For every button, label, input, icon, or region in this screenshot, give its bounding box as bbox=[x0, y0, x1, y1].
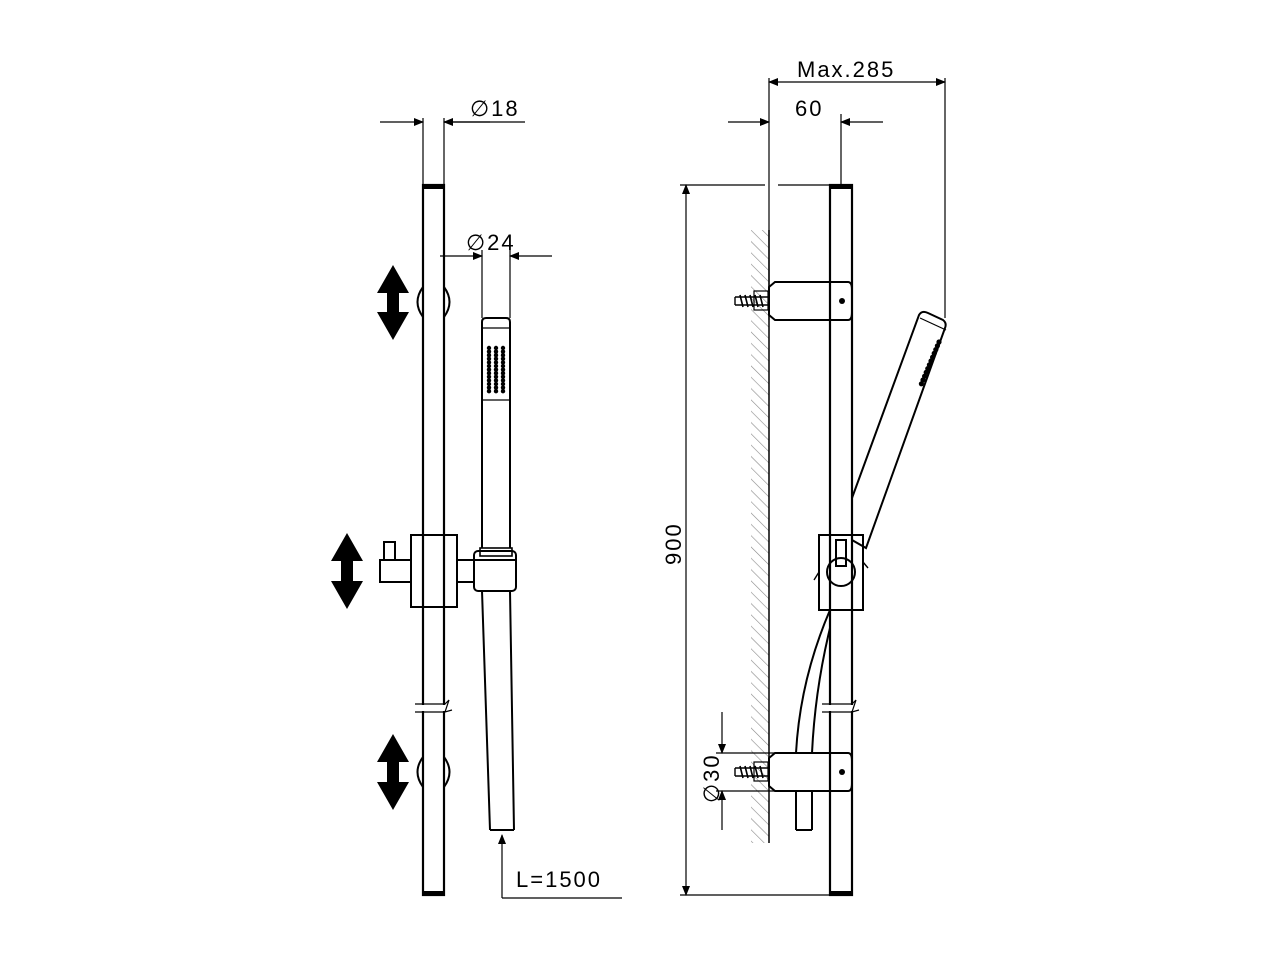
side-view: Max.285 60 900 bbox=[661, 57, 947, 897]
wall-plug-screw-icon bbox=[734, 290, 769, 311]
nozzle-dot bbox=[500, 381, 506, 387]
double-arrow-up-down-icon bbox=[331, 533, 363, 609]
nozzle-dot bbox=[493, 389, 499, 394]
nozzle-dot bbox=[486, 349, 492, 354]
nozzle-dot bbox=[486, 378, 492, 383]
nozzle-dot bbox=[500, 385, 506, 390]
nozzle-dot bbox=[493, 353, 499, 358]
bracket-diameter-label: ∅30 bbox=[699, 753, 724, 803]
rail-diameter-dimension: ∅18 bbox=[380, 96, 525, 185]
handshower-diameter-label: ∅24 bbox=[466, 230, 516, 255]
hand-shower-side bbox=[851, 310, 947, 550]
nozzle-dot bbox=[500, 371, 506, 376]
shower-hose-side bbox=[795, 609, 831, 831]
nozzle-dot bbox=[493, 374, 499, 379]
nozzle-dot bbox=[486, 371, 492, 376]
nozzle-dot bbox=[493, 381, 499, 387]
rail-length-label: 900 bbox=[661, 522, 686, 565]
nozzle-dot bbox=[493, 360, 499, 365]
nozzle-dot bbox=[493, 371, 499, 376]
nozzle-dot bbox=[500, 360, 506, 365]
slider-holder-side bbox=[813, 534, 869, 611]
nozzle-dot bbox=[500, 367, 506, 372]
nozzle-dot bbox=[500, 389, 506, 394]
nozzle-dot bbox=[500, 356, 506, 361]
nozzle-dot bbox=[500, 353, 506, 358]
nozzle-dot bbox=[486, 353, 492, 358]
spray-nozzles-side bbox=[918, 339, 942, 387]
nozzle-dot bbox=[500, 363, 506, 369]
nozzle-dot bbox=[486, 385, 492, 390]
rail-diameter-label: ∅18 bbox=[470, 96, 520, 121]
rail-length-dimension: 900 bbox=[661, 184, 830, 896]
nozzle-dot bbox=[486, 363, 492, 369]
slide-rail bbox=[415, 183, 453, 897]
nozzle-dot bbox=[493, 378, 499, 383]
nozzle-dot bbox=[500, 378, 506, 383]
nozzle-dot bbox=[493, 345, 499, 351]
upper-wall-bracket-side bbox=[734, 281, 853, 321]
lower-wall-bracket-side bbox=[734, 752, 853, 792]
nozzle-dot bbox=[500, 349, 506, 354]
front-view: ∅18 bbox=[331, 96, 622, 899]
nozzle-dot bbox=[493, 349, 499, 354]
double-arrow-up-down-icon bbox=[377, 265, 409, 340]
nozzle-dot bbox=[493, 363, 499, 369]
nozzle-dot bbox=[500, 374, 506, 379]
nozzle-dot bbox=[486, 345, 492, 351]
wall-section bbox=[751, 230, 770, 843]
hand-shower-front bbox=[479, 317, 513, 557]
nozzle-dot bbox=[493, 385, 499, 390]
lower-wall-bracket-front bbox=[416, 756, 451, 788]
nozzle-dot bbox=[918, 381, 925, 387]
nozzle-dot bbox=[493, 367, 499, 372]
slider-holder-front bbox=[379, 534, 517, 608]
hose-length-label: L=1500 bbox=[516, 867, 602, 892]
handshower-diameter-dimension: ∅24 bbox=[440, 230, 552, 318]
nozzle-dot bbox=[486, 381, 492, 387]
shower-hose-front bbox=[481, 590, 515, 831]
nozzle-dot bbox=[493, 356, 499, 361]
nozzle-dot bbox=[486, 360, 492, 365]
wall-distance-dimension: 60 bbox=[728, 96, 883, 185]
bracket-diameter-dimension: ∅30 bbox=[699, 712, 775, 830]
nozzle-dot bbox=[486, 367, 492, 372]
double-arrow-up-down-icon bbox=[377, 734, 409, 810]
wall-plug-screw-icon bbox=[734, 761, 769, 782]
nozzle-dot bbox=[486, 389, 492, 394]
nozzle-dot bbox=[500, 345, 506, 351]
upper-wall-bracket-front bbox=[416, 286, 451, 318]
spray-nozzles bbox=[486, 345, 506, 394]
wall-distance-label: 60 bbox=[795, 96, 823, 121]
nozzle-dot bbox=[486, 374, 492, 379]
max-projection-label: Max.285 bbox=[797, 57, 895, 82]
hose-length-dimension: L=1500 bbox=[498, 834, 622, 899]
nozzle-dot bbox=[486, 356, 492, 361]
